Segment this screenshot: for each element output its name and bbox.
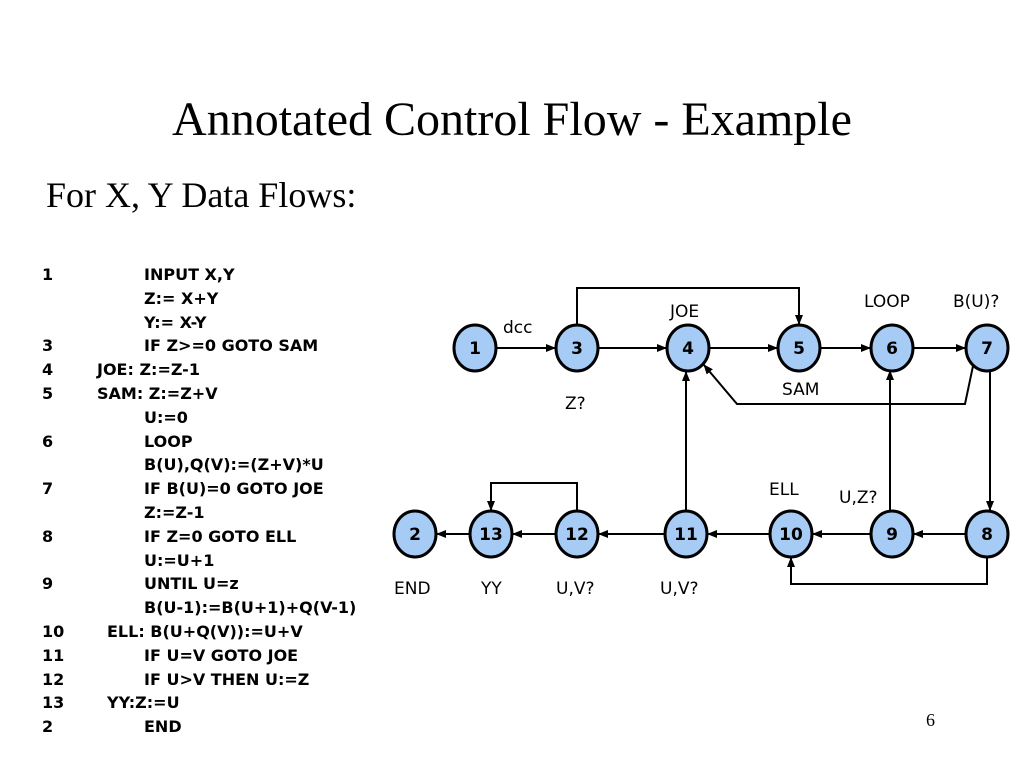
edge-8-to-10 — [787, 557, 988, 585]
annotation-uz-question: U,Z? — [839, 488, 878, 508]
node-circle — [663, 509, 709, 559]
node-label: 9 — [886, 525, 898, 545]
annotation-bu-question: B(U)? — [953, 292, 999, 312]
code-line-text: LOOP — [144, 431, 193, 451]
code-line-text: B(U-1):=B(U+1)+Q(V-1) — [144, 598, 357, 618]
code-line-text: B(U),Q(V):=(Z+V)*U — [144, 455, 324, 475]
page-number: 6 — [926, 710, 935, 730]
code-line-text: JOE: Z:=Z-1 — [97, 360, 200, 380]
node-label: 6 — [886, 339, 898, 359]
node-circle — [869, 509, 915, 559]
code-line-number: 8 — [42, 526, 54, 546]
edge-7-to-4 — [703, 364, 974, 405]
code-line-number: 12 — [42, 669, 65, 689]
code-line-text: IF Z>=0 GOTO SAM — [144, 336, 319, 356]
node-8: 8 — [964, 509, 1010, 559]
node-12: 12 — [554, 509, 600, 559]
node-circle — [554, 509, 600, 559]
code-line-text: SAM: Z:=Z+V — [97, 383, 218, 403]
code-line-text: IF Z=0 GOTO ELL — [144, 526, 297, 546]
node-label: 10 — [779, 525, 803, 545]
code-line-number: 2 — [42, 717, 54, 737]
code-line-number: 4 — [42, 360, 54, 380]
code-line-text: Z:= X+Y — [144, 288, 219, 308]
annotation-loop: LOOP — [864, 292, 910, 312]
node-2: 2 — [392, 509, 438, 559]
node-label: 11 — [674, 525, 698, 545]
code-line-text: YY:Z:=U — [107, 693, 180, 713]
node-5: 5 — [776, 323, 822, 373]
node-label: 12 — [565, 525, 589, 545]
node-label: 1 — [469, 339, 481, 359]
node-label: 4 — [682, 339, 694, 359]
node-circle — [554, 323, 600, 373]
code-line-number: 10 — [42, 621, 65, 641]
slide-title: Annotated Control Flow - Example — [172, 93, 852, 146]
code-line-text: U:=U+1 — [144, 550, 215, 570]
code-line-text: INPUT X,Y — [144, 265, 235, 284]
node-label: 13 — [479, 525, 503, 545]
edge-3-to-5 — [576, 287, 803, 325]
annotation-ell: ELL — [769, 480, 799, 500]
annotation-uv-question-11: U,V? — [660, 579, 699, 599]
slide-subtitle: For X, Y Data Flows: — [46, 175, 357, 215]
edge-12-to-13-loop — [487, 482, 578, 511]
code-line-number: 13 — [42, 693, 65, 713]
code-line-text: Y:= X-Y — [144, 312, 207, 332]
node-label: 2 — [409, 525, 421, 545]
node-4: 4 — [665, 323, 711, 373]
code-line-number: 1 — [42, 265, 54, 284]
node-label: 3 — [571, 339, 583, 359]
code-line-number: 9 — [42, 574, 54, 594]
node-circle — [665, 323, 711, 373]
annotation-uv-question-12: U,V? — [556, 579, 595, 599]
code-line-number: 5 — [42, 383, 54, 403]
code-line-number: 7 — [42, 479, 54, 499]
node-circle — [776, 323, 822, 373]
annotation-z-question: Z? — [565, 394, 586, 414]
code-line-text: UNTIL U=z — [144, 574, 239, 594]
code-line-number: 3 — [42, 336, 54, 356]
node-3: 3 — [554, 323, 600, 373]
node-circle — [468, 509, 514, 559]
node-circle — [964, 509, 1010, 559]
node-10: 10 — [768, 509, 814, 559]
annotation-dcc: dcc — [503, 318, 532, 338]
annotation-yy: YY — [480, 579, 502, 599]
node-1: 1 — [452, 323, 498, 373]
node-label: 8 — [981, 525, 993, 545]
code-line-text: U:=0 — [144, 407, 188, 427]
node-label: 5 — [793, 339, 805, 359]
node-circle — [869, 323, 915, 373]
code-line-text: IF U>V THEN U:=Z — [144, 669, 310, 689]
code-line-number: 11 — [42, 645, 65, 665]
code-line-text: END — [144, 717, 182, 737]
code-line-text: IF U=V GOTO JOE — [144, 645, 299, 665]
node-circle — [964, 323, 1010, 373]
node-13: 13 — [468, 509, 514, 559]
code-line-text: Z:=Z-1 — [144, 502, 205, 522]
node-7: 7 — [964, 323, 1010, 373]
node-circle — [392, 509, 438, 559]
code-line-number: 6 — [42, 431, 54, 451]
node-9: 9 — [869, 509, 915, 559]
node-6: 6 — [869, 323, 915, 373]
annotation-sam: SAM — [782, 380, 819, 400]
annotation-end: END — [394, 579, 431, 599]
node-11: 11 — [663, 509, 709, 559]
node-label: 7 — [981, 339, 993, 359]
code-line-text: IF B(U)=0 GOTO JOE — [144, 479, 324, 499]
code-line-text: ELL: B(U+Q(V)):=U+V — [107, 621, 303, 641]
node-circle — [768, 509, 814, 559]
node-circle — [452, 323, 498, 373]
annotation-joe: JOE — [669, 302, 699, 322]
